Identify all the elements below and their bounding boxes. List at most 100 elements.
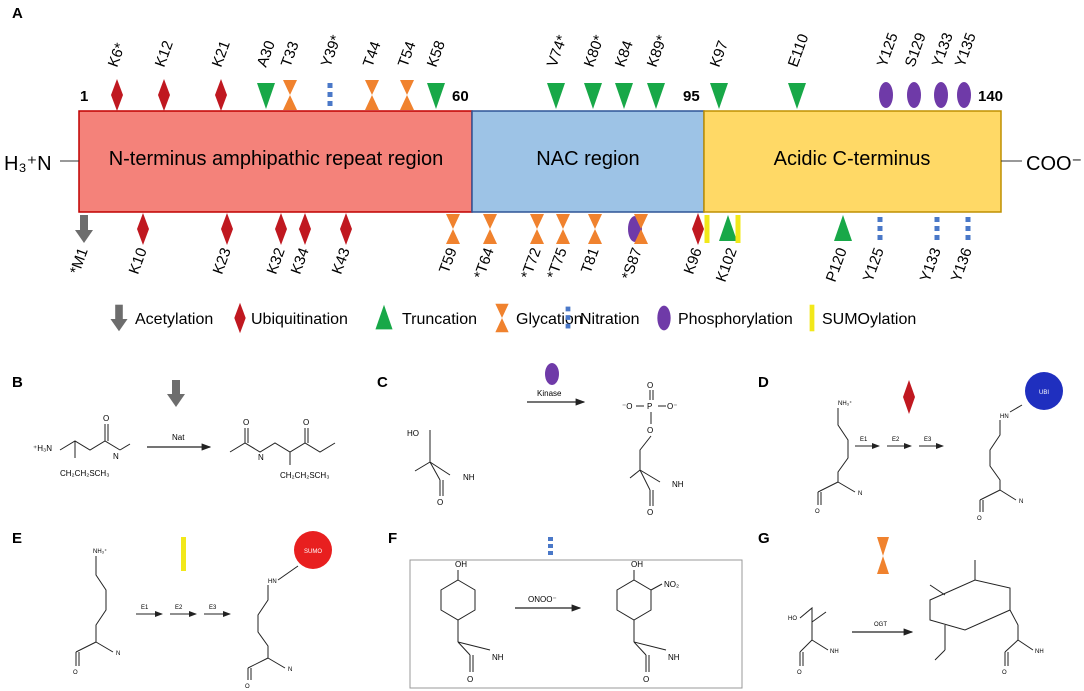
reactant-c — [414, 430, 451, 496]
bottom-site-ubiquitination-icon — [692, 213, 704, 245]
product-b-sidechain: CH₂CH₂SCH₃ — [280, 471, 329, 480]
bottom-site-glycation-icon — [588, 214, 602, 244]
product-d — [979, 404, 1023, 512]
product-f — [616, 570, 667, 672]
top-site-truncation-icon — [427, 83, 445, 109]
panel-c: C HO O NH Kinase O ⁻O P O⁻ O — [377, 363, 684, 517]
top-site-label: V74* — [544, 33, 571, 70]
top-site-glycation-icon — [283, 80, 297, 110]
product-g-nh: NH — [1035, 649, 1044, 655]
bottom-site-label: K102 — [713, 246, 741, 285]
cascade-step-label: E1 — [141, 605, 149, 611]
panel-letter-c: C — [377, 374, 388, 391]
bottom-site-label: Y133 — [917, 246, 945, 285]
top-site-label: T33 — [278, 39, 303, 69]
bottom-site-sumoylation-icon — [704, 215, 710, 243]
panel-f: F OH O NH ONOO⁻ — [388, 530, 743, 689]
reactant-g-ho: HO — [788, 616, 797, 622]
legend-acetylation-label: Acetylation — [135, 311, 213, 328]
top-site-label: K6* — [105, 41, 129, 70]
reactant-b — [59, 424, 131, 458]
ubiquitin-tag: UBI — [1039, 390, 1049, 396]
bottom-site-label: *T72 — [518, 246, 545, 282]
bottom-site-label: T59 — [436, 246, 461, 276]
reactant-e-n: N — [116, 651, 120, 657]
residue-number-60: 60 — [452, 88, 469, 105]
legend-nitration-label: Nitration — [580, 311, 640, 328]
top-site-ubiquitination-icon — [111, 79, 123, 111]
product-e — [247, 565, 299, 680]
legend-truncation-label: Truncation — [402, 311, 477, 328]
product-g — [929, 560, 1034, 666]
panel-letter-d: D — [758, 374, 769, 391]
top-site-truncation-icon — [584, 83, 602, 109]
bottom-site-label: T81 — [578, 246, 603, 276]
enzyme-kinase: Kinase — [537, 389, 562, 398]
top-site-phosphorylation-icon — [907, 82, 921, 108]
reactant-f-nh: NH — [492, 653, 504, 662]
bottom-site-label: K34 — [288, 246, 313, 277]
product-e-n: N — [288, 667, 292, 673]
reactant-g-o: O — [797, 670, 802, 676]
bottom-site-label: Y136 — [948, 246, 976, 285]
bottom-site-glycation-icon — [446, 214, 460, 244]
bottom-site-ubiquitination-icon — [221, 213, 233, 245]
top-site-label: K21 — [209, 38, 234, 69]
product-e-o: O — [245, 684, 250, 690]
bottom-site-label: K23 — [210, 246, 235, 277]
reactant-d-amine: NH₃⁺ — [838, 400, 852, 407]
residue-number-1: 1 — [80, 88, 88, 105]
nac-region — [471, 110, 705, 213]
top-site-phosphorylation-icon — [934, 82, 948, 108]
top-site-ubiquitination-icon — [215, 79, 227, 111]
acetylation-symbol — [167, 380, 185, 407]
phospho-o-right: O⁻ — [667, 402, 677, 411]
panel-a: A N-terminus amphipathic repeat region N… — [4, 5, 1082, 334]
product-c-o: O — [647, 508, 653, 517]
product-b — [229, 428, 336, 465]
bottom-site-glycation-icon — [483, 214, 497, 244]
reactant-e — [75, 556, 114, 666]
reactant-b-o: O — [103, 414, 109, 423]
sumo-tag: SUMO — [304, 549, 322, 555]
legend-phosphorylation-label: Phosphorylation — [678, 311, 793, 328]
panel-letter-a: A — [12, 5, 23, 22]
cascade-step-label: E1 — [860, 437, 868, 443]
cascade-step-label: E3 — [924, 437, 932, 443]
c-terminus-label: COO⁻ — [1026, 153, 1082, 175]
bottom-site-ubiquitination-icon — [340, 213, 352, 245]
reactant-b-sidechain: CH₂CH₂SCH₃ — [60, 469, 109, 478]
top-site-label: K97 — [707, 38, 732, 69]
top-site-truncation-icon — [710, 83, 728, 109]
legend-sumoylation-icon — [809, 304, 815, 332]
top-site-truncation-icon — [647, 83, 665, 109]
bottom-site-label: *T75 — [544, 246, 571, 282]
product-d-o: O — [977, 516, 982, 522]
panel-letter-g: G — [758, 530, 770, 547]
bottom-site-label: K32 — [264, 246, 289, 277]
bottom-site-glycation-icon — [556, 214, 570, 244]
top-site-label: Y125 — [874, 31, 902, 70]
ubiquitin-ball — [1025, 372, 1063, 410]
residue-number-140: 140 — [978, 88, 1003, 105]
n-terminus-region — [78, 110, 473, 213]
legend-glycation-icon — [495, 303, 509, 333]
nitration-symbol — [548, 537, 553, 555]
phospho-p: P — [647, 402, 652, 411]
c-region-label: Acidic C-terminus — [774, 148, 931, 170]
legend-glycation-label: Glycation — [516, 311, 583, 328]
bottom-site-label: K43 — [329, 246, 354, 277]
legend-phosphorylation-icon — [657, 305, 671, 331]
top-site-label: E110 — [785, 32, 813, 70]
product-e-hn: HN — [268, 579, 277, 585]
product-f-no2: NO₂ — [664, 580, 679, 589]
c-terminus-region — [703, 110, 1002, 213]
top-site-label: T54 — [395, 39, 420, 69]
ubiquitination-symbol — [903, 380, 915, 414]
